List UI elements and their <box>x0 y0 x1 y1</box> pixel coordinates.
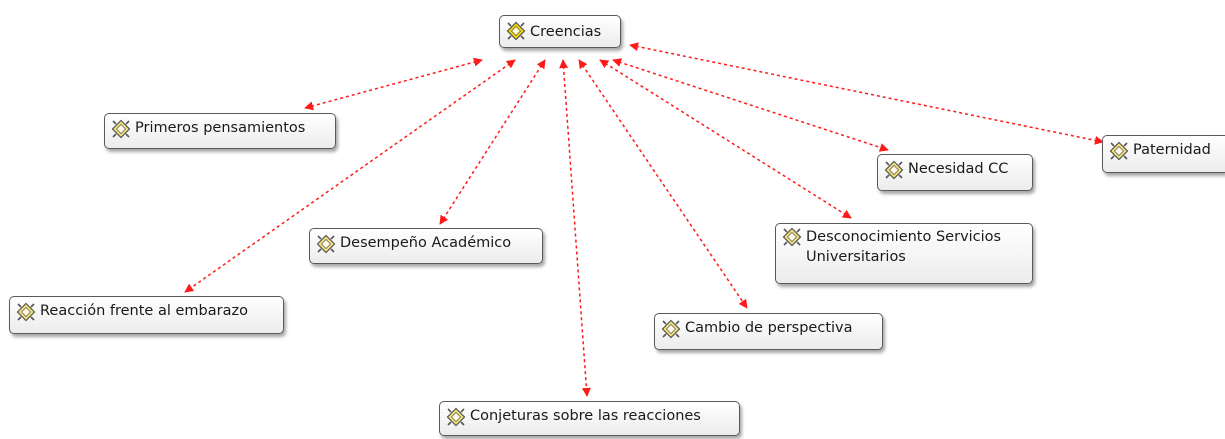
code-diamond-icon <box>16 302 36 322</box>
node-label: Desempeño Académico <box>340 235 512 251</box>
edge-creencias-necesidad <box>612 58 889 152</box>
node-primeros-pensamientos[interactable]: Primeros pensamientos <box>104 113 336 149</box>
edge-creencias-desconocimiento <box>599 59 852 219</box>
node-cambio-de-perspectiva[interactable]: Cambio de perspectiva <box>654 313 883 350</box>
code-diamond-icon <box>884 160 904 180</box>
code-diamond-icon <box>782 227 802 247</box>
node-label: Desconocimiento Servicios Universitarios <box>806 229 1002 265</box>
node-label: Cambio de perspectiva <box>685 320 853 336</box>
code-diamond-icon <box>1109 141 1129 161</box>
node-label: Reacción frente al embarazo <box>40 303 248 319</box>
code-diamond-icon <box>111 119 131 139</box>
code-diamond-icon <box>446 407 466 427</box>
node-desempeno-academico[interactable]: Desempeño Académico <box>309 228 543 264</box>
edge-creencias-desempeno <box>439 59 546 225</box>
node-label: Conjeturas sobre las reacciones <box>470 408 701 424</box>
node-reaccion-frente-al-embarazo[interactable]: Reacción frente al embarazo <box>9 296 284 334</box>
edge-creencias-conjeturas <box>559 59 591 397</box>
node-label: Necesidad CC <box>908 161 1009 177</box>
node-label: Paternidad <box>1133 142 1211 158</box>
code-diamond-icon <box>316 234 336 254</box>
node-necesidad-cc[interactable]: Necesidad CC <box>877 154 1033 191</box>
edge-creencias-paternidad <box>629 42 1104 145</box>
node-desconocimiento-servicios-universitarios[interactable]: Desconocimiento Servicios Universitarios <box>775 223 1033 284</box>
node-conjeturas-sobre-las-reacciones[interactable]: Conjeturas sobre las reacciones <box>439 401 740 436</box>
code-diamond-icon <box>661 319 681 339</box>
node-paternidad[interactable]: Paternidad <box>1102 135 1225 173</box>
node-label: Creencias <box>530 23 602 40</box>
edge-creencias-primeros <box>304 57 483 111</box>
node-label: Primeros pensamientos <box>135 120 306 136</box>
edge-creencias-cambio <box>578 59 748 309</box>
code-diamond-highlighted-icon <box>506 21 526 41</box>
node-creencias[interactable]: Creencias <box>499 15 621 48</box>
